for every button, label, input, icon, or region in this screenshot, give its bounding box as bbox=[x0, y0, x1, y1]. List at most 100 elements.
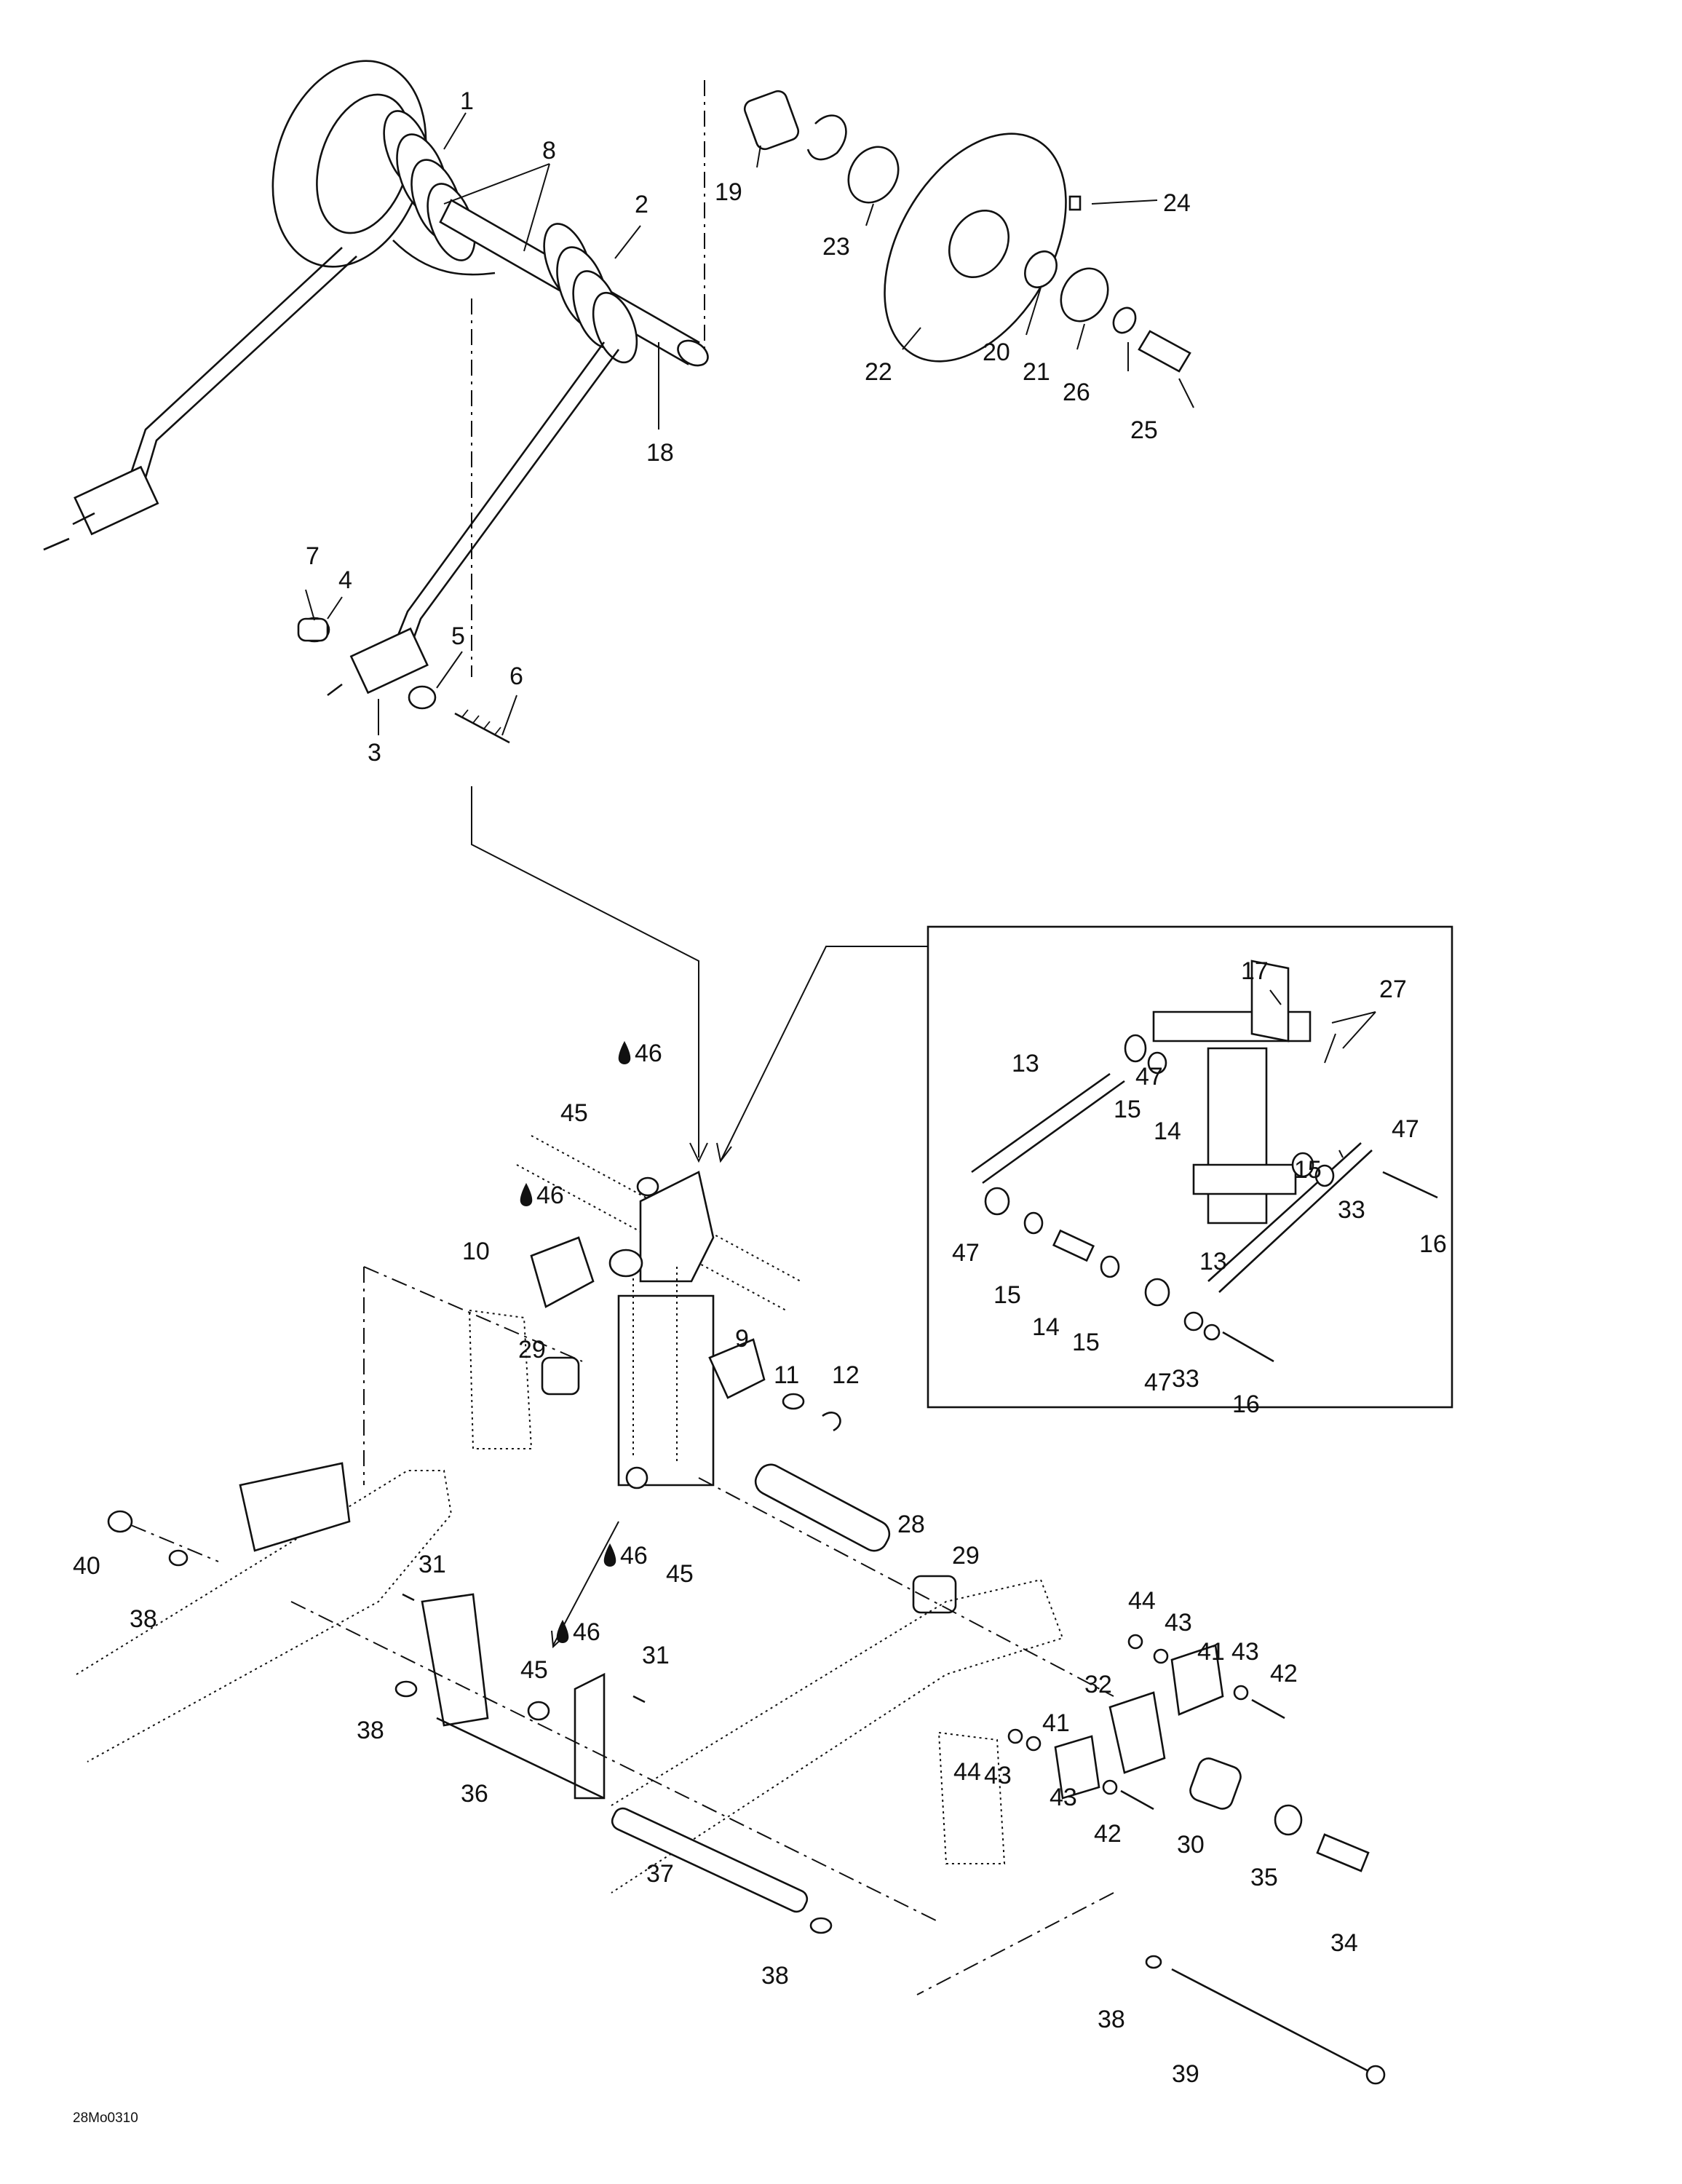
bolt-34 bbox=[1316, 1833, 1370, 1872]
washer-38-d bbox=[1145, 1955, 1162, 1969]
callout-10: 10 bbox=[462, 1238, 490, 1265]
callout-43-a: 43 bbox=[1165, 1609, 1192, 1637]
pin-31-b bbox=[632, 1695, 646, 1704]
callout-20: 20 bbox=[983, 339, 1010, 366]
bearing-23 bbox=[847, 146, 900, 204]
callout-29-upper: 29 bbox=[518, 1336, 546, 1364]
callout-19: 19 bbox=[715, 178, 742, 206]
callout-16-lower: 16 bbox=[1232, 1390, 1260, 1418]
callout-47-c: 47 bbox=[952, 1239, 980, 1267]
spacer-4 bbox=[297, 617, 329, 642]
washer-26 bbox=[1112, 306, 1137, 334]
shaft-37 bbox=[611, 1807, 809, 1913]
nut-44-b bbox=[1007, 1728, 1023, 1744]
callout-26: 26 bbox=[1063, 379, 1090, 406]
callout-22: 22 bbox=[865, 358, 892, 386]
callout-35: 35 bbox=[1250, 1864, 1278, 1891]
stopper-assembly bbox=[916, 1634, 1386, 2085]
spacer-21 bbox=[1060, 267, 1109, 323]
callout-42-lower: 42 bbox=[1094, 1820, 1122, 1848]
ring-20 bbox=[1024, 250, 1058, 288]
callout-45-lower: 45 bbox=[520, 1656, 548, 1684]
callout-38-d: 38 bbox=[1098, 2006, 1125, 2033]
callout-31-b: 31 bbox=[642, 1642, 670, 1669]
callout-17: 17 bbox=[1241, 957, 1269, 985]
washer-43-a bbox=[1153, 1648, 1169, 1664]
bushing-45-lower bbox=[527, 1701, 550, 1721]
callout-23: 23 bbox=[822, 233, 850, 261]
callout-39: 39 bbox=[1172, 2060, 1199, 2088]
bushing-19 bbox=[743, 90, 800, 151]
bolt-42-b bbox=[1120, 1789, 1154, 1811]
callout-5: 5 bbox=[451, 622, 465, 650]
damper-10 bbox=[530, 1236, 595, 1308]
callout-40: 40 bbox=[73, 1552, 100, 1580]
washer-35 bbox=[1274, 1804, 1303, 1836]
nut-40 bbox=[107, 1510, 133, 1533]
damper-9 bbox=[708, 1338, 766, 1399]
bushing-45 bbox=[608, 1249, 643, 1278]
callout-15-d: 15 bbox=[1072, 1329, 1100, 1356]
callout-38-b: 38 bbox=[357, 1717, 384, 1744]
callout-33-lower: 33 bbox=[1172, 1365, 1199, 1393]
callout-42-upper: 42 bbox=[1270, 1660, 1298, 1688]
block-41-lower bbox=[1054, 1735, 1100, 1800]
callout-25: 25 bbox=[1130, 416, 1158, 444]
washer-43-b bbox=[1233, 1685, 1249, 1701]
callout-8: 8 bbox=[542, 137, 556, 165]
callout-1: 1 bbox=[460, 87, 474, 115]
callout-43-d: 43 bbox=[1050, 1784, 1077, 1811]
callout-47-a: 47 bbox=[1135, 1063, 1163, 1091]
callout-36: 36 bbox=[461, 1780, 488, 1808]
bolt-6 bbox=[454, 712, 510, 744]
callout-38-a: 38 bbox=[130, 1605, 157, 1633]
bolt-25 bbox=[1138, 330, 1191, 373]
callout-6: 6 bbox=[509, 662, 523, 690]
detail-inset bbox=[716, 925, 1453, 1409]
bushing-30 bbox=[1189, 1757, 1242, 1810]
callout-15-b: 15 bbox=[1294, 1156, 1322, 1184]
callout-37: 37 bbox=[646, 1860, 674, 1888]
bracket-left bbox=[239, 1462, 351, 1552]
callout-12: 12 bbox=[832, 1361, 860, 1389]
callout-15-c: 15 bbox=[993, 1281, 1021, 1309]
bushing-29-upper bbox=[541, 1356, 580, 1396]
callout-14-lower: 14 bbox=[1032, 1313, 1060, 1341]
spring-wheel-assembly bbox=[43, 60, 1191, 1163]
screw-24 bbox=[1068, 195, 1082, 211]
callout-13-upper: 13 bbox=[1012, 1050, 1039, 1077]
callout-43-c: 43 bbox=[984, 1762, 1012, 1789]
callout-45-middle: 45 bbox=[666, 1560, 694, 1588]
idler-wheel-right bbox=[884, 132, 1067, 363]
washer-11 bbox=[782, 1393, 805, 1410]
callout-30: 30 bbox=[1177, 1831, 1205, 1859]
callout-41-lower: 41 bbox=[1042, 1709, 1070, 1737]
callout-13-lower: 13 bbox=[1199, 1248, 1227, 1275]
shaft-28 bbox=[754, 1463, 891, 1552]
lower-rail-assembly bbox=[76, 1266, 1064, 1934]
reference-code: 28Mo0310 bbox=[73, 2110, 138, 2126]
bolt-39 bbox=[1171, 1968, 1376, 2076]
spring-2 bbox=[543, 223, 638, 364]
callout-16-upper: 16 bbox=[1419, 1230, 1447, 1258]
callout-4: 4 bbox=[338, 566, 352, 594]
callout-47-b: 47 bbox=[1392, 1115, 1419, 1143]
spring-end-left bbox=[43, 465, 159, 551]
callout-28: 28 bbox=[897, 1511, 925, 1538]
callout-32: 32 bbox=[1084, 1671, 1112, 1698]
washer-38-b bbox=[394, 1680, 418, 1698]
callout-18: 18 bbox=[646, 439, 674, 467]
oil-drop-icon bbox=[556, 1620, 569, 1643]
washer-38-a bbox=[168, 1549, 189, 1567]
callout-24: 24 bbox=[1163, 189, 1191, 217]
callout-44-a: 44 bbox=[1128, 1587, 1156, 1615]
pin-31-a bbox=[402, 1593, 415, 1602]
bolt-42-a bbox=[1251, 1698, 1285, 1720]
pivot-arm-36 bbox=[421, 1593, 489, 1727]
callout-21: 21 bbox=[1023, 358, 1050, 386]
washer-38-c bbox=[809, 1917, 833, 1934]
callout-2: 2 bbox=[635, 191, 648, 218]
clip-12 bbox=[822, 1412, 841, 1432]
bushing-5 bbox=[408, 685, 437, 710]
